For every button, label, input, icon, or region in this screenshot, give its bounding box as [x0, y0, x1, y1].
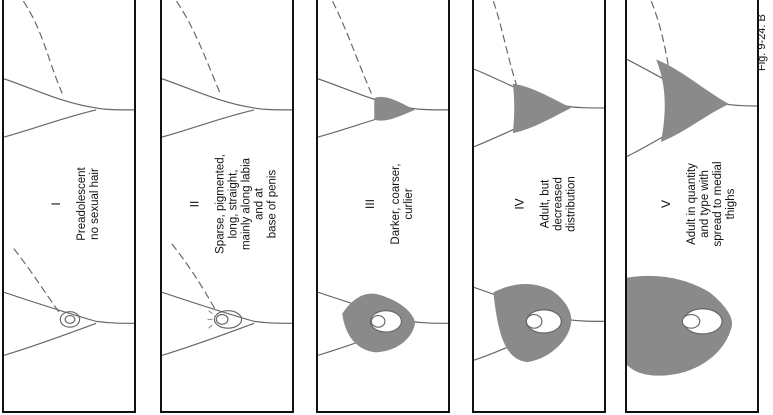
- stage-5-panel: V Adult in quantity and type with spread…: [625, 0, 759, 413]
- stage-4-description: Adult, but decreased distribution: [540, 176, 578, 232]
- stage-3-panel: III Darker, coarser, curlier: [316, 0, 450, 413]
- stage-1-numeral: I: [49, 124, 63, 284]
- stage-5-description: Adult in quantity and type with spread t…: [686, 161, 737, 246]
- stage-1-description: Preadolescent no sexual hair: [76, 167, 101, 241]
- stage-3-caption: III Darker, coarser, curlier: [350, 124, 416, 284]
- stage-4-panel: IV Adult, but decreased distribution: [472, 0, 606, 413]
- stage-3-numeral: III: [363, 124, 377, 284]
- stage-2-panel: II Sparse, pigmented, long, straight, ma…: [160, 0, 294, 413]
- stage-2-caption: II Sparse, pigmented, long, straight, ma…: [175, 124, 280, 284]
- stage-4-caption: IV Adult, but decreased distribution: [500, 124, 579, 284]
- stage-5-numeral: V: [659, 124, 673, 284]
- stage-1-caption: I Preadolescent no sexual hair: [36, 124, 102, 284]
- stage-1-panel: I Preadolescent no sexual hair: [2, 0, 136, 413]
- stage-4-numeral: IV: [513, 124, 527, 284]
- stage-3-description: Darker, coarser, curlier: [390, 163, 415, 244]
- stage-2-numeral: II: [188, 124, 202, 284]
- stage-2-description: Sparse, pigmented, long, straight, mainl…: [215, 154, 279, 254]
- figure-label: Fig. 9-24. B: [756, 1, 768, 71]
- stage-5-caption: V Adult in quantity and type with spread…: [646, 124, 738, 284]
